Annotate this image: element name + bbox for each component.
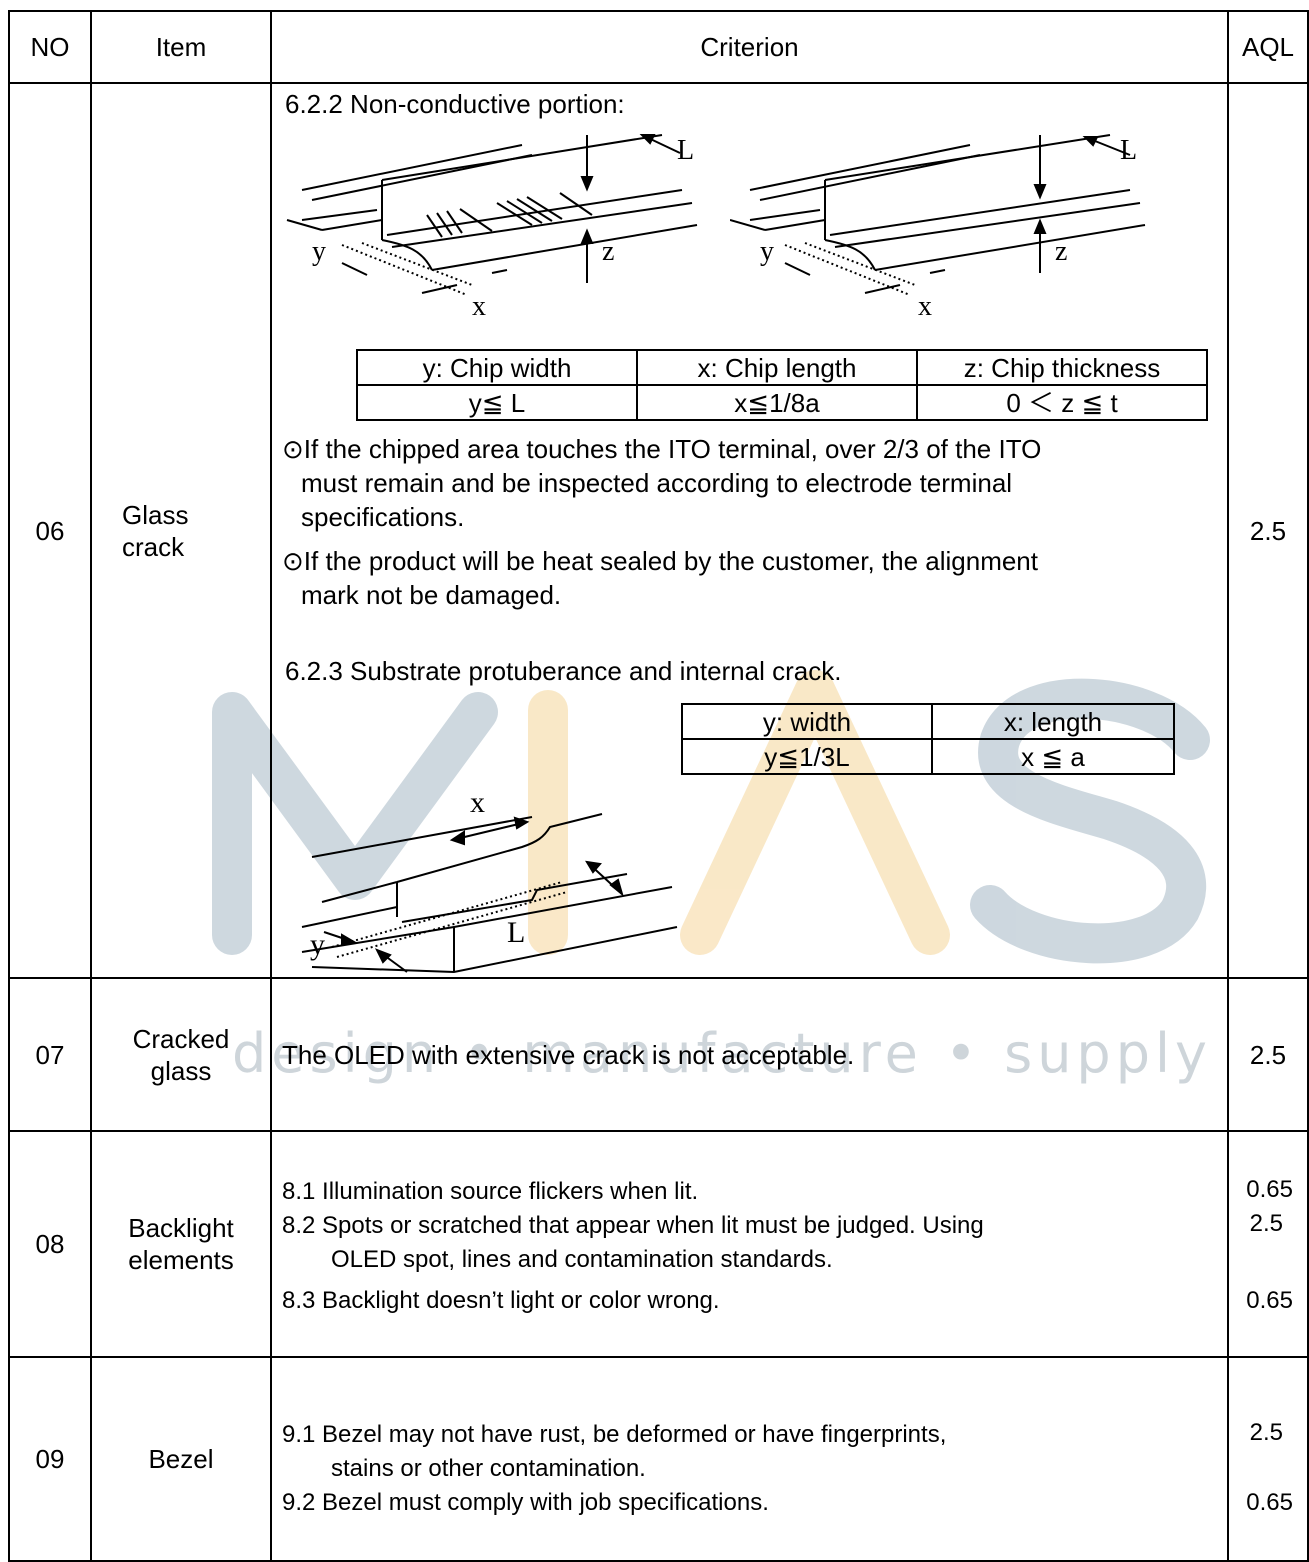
- diagram-2-label-y: y: [760, 236, 774, 267]
- row-09-criterion-9-2: 9.2 Bezel must comply with job specifica…: [282, 1489, 769, 1516]
- header-item: Item: [155, 32, 207, 62]
- row-06-item: Glass crack: [92, 84, 270, 977]
- note-ito-line-1: ⊙If the chipped area touches the ITO ter…: [282, 434, 1042, 464]
- protuberance-criteria-table: y: width x: length y≦1/3L x ≦ a: [681, 703, 1175, 775]
- diagram-3-label-y: y: [310, 928, 325, 961]
- header-no: NO: [30, 32, 70, 62]
- row-08-aql-8-3: 0.65: [1246, 1287, 1293, 1314]
- diagram-1-label-x: x: [472, 291, 486, 320]
- row-07-item-line: Cracked: [132, 1023, 230, 1054]
- row-09-criterion-9-1: 9.1 Bezel may not have rust, be deformed…: [282, 1421, 947, 1448]
- chip-table-header: x: Chip length: [636, 349, 918, 386]
- note-ito-line-3: specifications.: [301, 502, 465, 532]
- row-07-item-line: glass: [150, 1055, 212, 1086]
- chip-table-header: z: Chip thickness: [916, 349, 1208, 386]
- row-07-criterion: The OLED with extensive crack is not acc…: [282, 1040, 855, 1070]
- section-6-2-3-title: 6.2.3 Substrate protuberance and interna…: [285, 656, 842, 686]
- row-08-aql-8-1: 0.65: [1246, 1176, 1293, 1203]
- chip-table-header: y: Chip width: [356, 349, 638, 386]
- row-08-item: Backlight elements: [92, 1132, 270, 1356]
- row-06-aql: 2.5: [1249, 515, 1287, 546]
- section-6-2-2-title: 6.2.2 Non-conductive portion:: [285, 89, 625, 119]
- header-criterion: Criterion: [700, 32, 799, 62]
- chip-diagram-conductive-plain: L y z x: [730, 134, 1146, 320]
- row-08-item-line: elements: [128, 1245, 234, 1275]
- protuberance-table-value: y≦1/3L: [681, 738, 933, 775]
- protuberance-table-header: x: length: [931, 703, 1175, 740]
- row-07-aql: 2.5: [1249, 1039, 1287, 1070]
- row-09-criterion-9-1-cont: stains or other contamination.: [331, 1455, 646, 1482]
- row-06-item-line: crack: [122, 531, 185, 562]
- row-07-item: Cracked glass: [92, 979, 270, 1130]
- row-08-criterion-8-3: 8.3 Backlight doesn’t light or color wro…: [282, 1287, 720, 1314]
- diagram-2-label-x: x: [918, 291, 932, 320]
- row-07-no: 07: [35, 1039, 65, 1070]
- chip-criteria-table: y: Chip width x: Chip length z: Chip thi…: [356, 349, 1208, 421]
- note-heat-seal-line-1: ⊙If the product will be heat sealed by t…: [282, 546, 1038, 576]
- row-08-item-line: Backlight: [128, 1213, 234, 1243]
- diagram-2-label-l: L: [1120, 135, 1137, 166]
- header-aql: AQL: [1241, 32, 1295, 62]
- row-09-item: Bezel: [148, 1444, 214, 1474]
- chip-table-value: 0 ＜ z ≦ t: [916, 384, 1208, 421]
- row-08-criterion-8-2: 8.2 Spots or scratched that appear when …: [282, 1212, 984, 1239]
- row-08-aql-8-2: 2.5: [1249, 1210, 1283, 1237]
- row-08-criterion-8-2-cont: OLED spot, lines and contamination stand…: [331, 1246, 833, 1273]
- row-08-criterion-8-1: 8.1 Illumination source flickers when li…: [282, 1178, 699, 1205]
- row-08-no: 08: [35, 1229, 65, 1259]
- chip-table-value: y≦ L: [356, 384, 638, 421]
- diagram-1-label-l: L: [677, 135, 694, 166]
- chip-diagram-conductive-hatched: L y z x: [286, 134, 698, 320]
- diagram-3-label-l: L: [507, 916, 525, 949]
- note-heat-seal-line-2: mark not be damaged.: [301, 580, 562, 610]
- protuberance-diagram: x y L: [301, 786, 678, 974]
- diagram-1-label-z: z: [602, 236, 614, 267]
- protuberance-table-value: x ≦ a: [931, 738, 1175, 775]
- protuberance-table-header: y: width: [681, 703, 933, 740]
- row-06-no: 06: [35, 515, 65, 546]
- row-09-aql-9-1: 2.5: [1249, 1419, 1283, 1446]
- row-09-aql-9-2: 0.65: [1246, 1489, 1293, 1516]
- note-ito-line-2: must remain and be inspected according t…: [301, 468, 1013, 498]
- diagram-1-label-y: y: [312, 236, 326, 267]
- diagram-2-label-z: z: [1055, 236, 1067, 267]
- chip-table-value: x≦1/8a: [636, 384, 918, 421]
- diagram-3-label-x: x: [470, 786, 485, 819]
- row-06-item-line: Glass: [122, 499, 189, 530]
- row-09-no: 09: [35, 1444, 65, 1474]
